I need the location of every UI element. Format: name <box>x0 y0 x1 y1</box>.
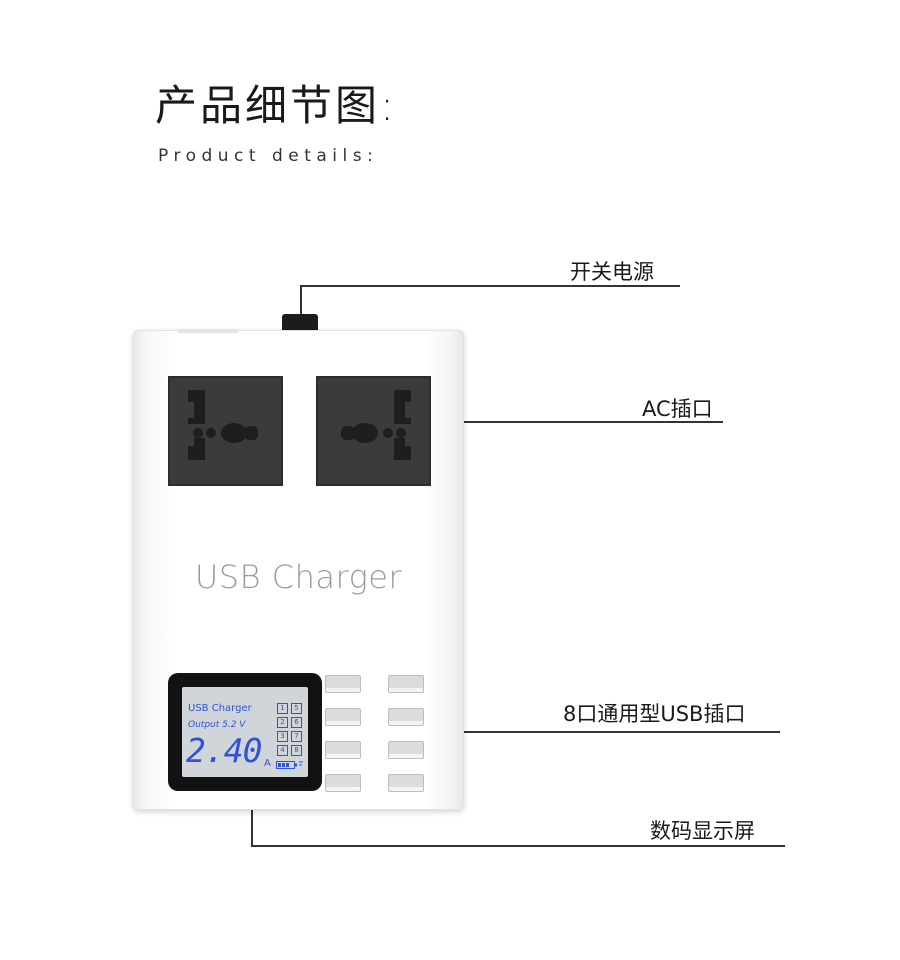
lcd-display-frame: USB Charger Output 5.2 V 2.40 A 1 5 2 6 … <box>168 673 322 791</box>
usb-port-4[interactable] <box>325 774 361 792</box>
page-title-cn: 产品细节图: <box>155 81 398 130</box>
ac-socket-left[interactable] <box>168 376 283 486</box>
usb-port-5[interactable] <box>388 675 424 693</box>
usb-port-1[interactable] <box>325 675 361 693</box>
callout-ac-socket: AC插口 <box>642 397 713 421</box>
usb-charger-device: USB Charger USB Charger Output 5.2 V 2.4… <box>133 329 464 810</box>
device-top-edge <box>178 329 238 333</box>
callout-power-switch: 开关电源 <box>570 260 654 284</box>
lcd-port-indicator: 6 <box>291 717 302 728</box>
lcd-current-value: 2.40 <box>186 731 262 770</box>
socket-holes-icon <box>341 390 411 460</box>
socket-holes-icon <box>188 390 258 460</box>
page-title-en: Product details: <box>158 146 379 166</box>
lcd-port-indicator: 8 <box>291 745 302 756</box>
ac-socket-right[interactable] <box>316 376 431 486</box>
lcd-title: USB Charger <box>188 703 252 714</box>
lcd-port-indicator: 1 <box>277 703 288 714</box>
callout-line-ac <box>430 421 723 423</box>
battery-icon <box>276 761 303 769</box>
lcd-port-indicator: 2 <box>277 717 288 728</box>
lcd-screen: USB Charger Output 5.2 V 2.40 A 1 5 2 6 … <box>182 687 308 777</box>
usb-port-3[interactable] <box>325 741 361 759</box>
lcd-port-indicator: 4 <box>277 745 288 756</box>
lcd-port-indicator: 5 <box>291 703 302 714</box>
usb-port-2[interactable] <box>325 708 361 726</box>
usb-port-7[interactable] <box>388 741 424 759</box>
brand-label: USB Charger <box>194 558 403 596</box>
usb-port-6[interactable] <box>388 708 424 726</box>
lcd-output: Output 5.2 V <box>188 720 246 730</box>
callout-line-power-h <box>300 285 680 287</box>
callout-line-power-v <box>300 285 302 315</box>
callout-line-display-v <box>251 790 253 846</box>
lcd-port-indicator: 3 <box>277 731 288 742</box>
lcd-port-indicator: 7 <box>291 731 302 742</box>
callout-usb-ports: 8口通用型USB插口 <box>563 702 746 726</box>
callout-display: 数码显示屏 <box>650 819 755 843</box>
callout-line-display-h <box>251 845 785 847</box>
power-switch[interactable] <box>282 314 318 330</box>
lcd-current-unit: A <box>264 758 271 769</box>
callout-line-usb <box>428 731 780 733</box>
usb-port-8[interactable] <box>388 774 424 792</box>
